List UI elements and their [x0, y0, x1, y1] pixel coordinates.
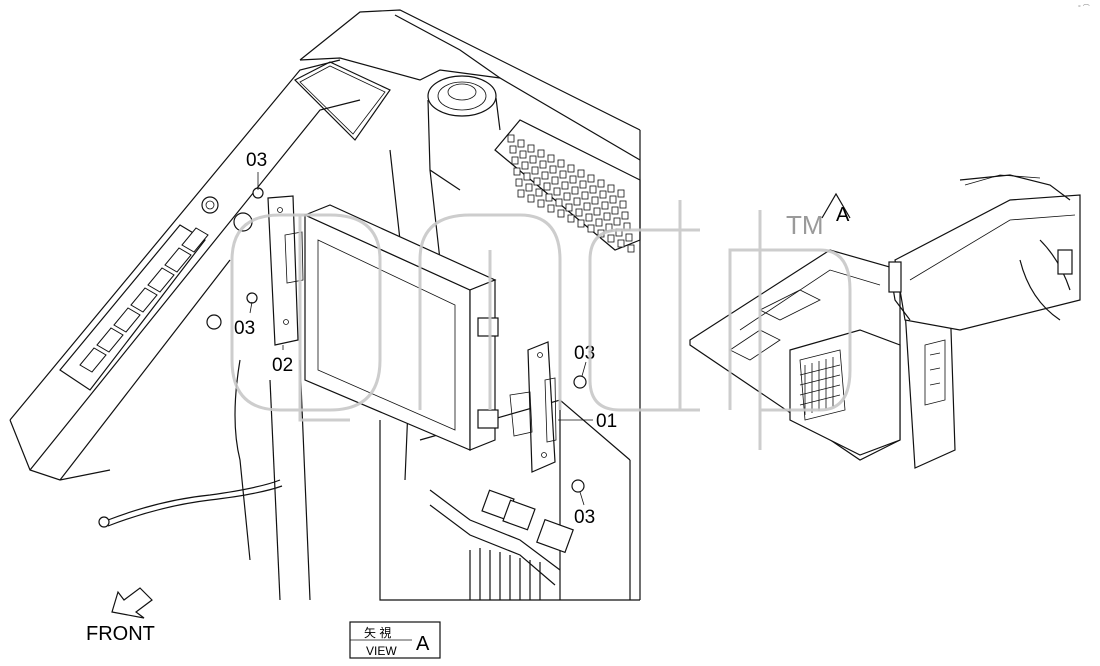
front-label: FRONT [86, 623, 155, 645]
callout-03-left: 03 [234, 318, 255, 339]
callout-02: 02 [272, 355, 293, 376]
view-arrow-a: A [821, 192, 851, 226]
trademark-mark: TM [786, 210, 824, 240]
inset-view-a [689, 174, 1081, 469]
vent-grille [494, 119, 641, 253]
front-arrow: FRONT [86, 587, 155, 645]
callout-03-right-top: 03 [574, 343, 595, 364]
nut-03-right-bottom [571, 479, 585, 493]
controller-unit [303, 204, 499, 451]
bracket-01 [509, 341, 557, 473]
watermark [230, 200, 852, 450]
callout-03-right-bottom: 03 [574, 507, 595, 528]
view-a-label-box: 矢 視 VIEW A [349, 621, 441, 659]
nut-03-right-top [573, 375, 587, 389]
leader-lines [249, 172, 593, 506]
view-box-letter: A [416, 633, 430, 655]
view-marker-letter: A [836, 204, 850, 226]
switch-panel [59, 196, 253, 391]
svg-text:° ⌒: ° ⌒ [1078, 4, 1090, 12]
callout-01: 01 [596, 411, 617, 432]
bolt-03-left [246, 292, 258, 304]
harness-connectors [429, 489, 574, 600]
callout-03-top: 03 [246, 150, 267, 171]
bracket-02 [267, 195, 304, 346]
view-text: VIEW [366, 644, 397, 658]
view-kanji: 矢 視 [364, 625, 391, 640]
